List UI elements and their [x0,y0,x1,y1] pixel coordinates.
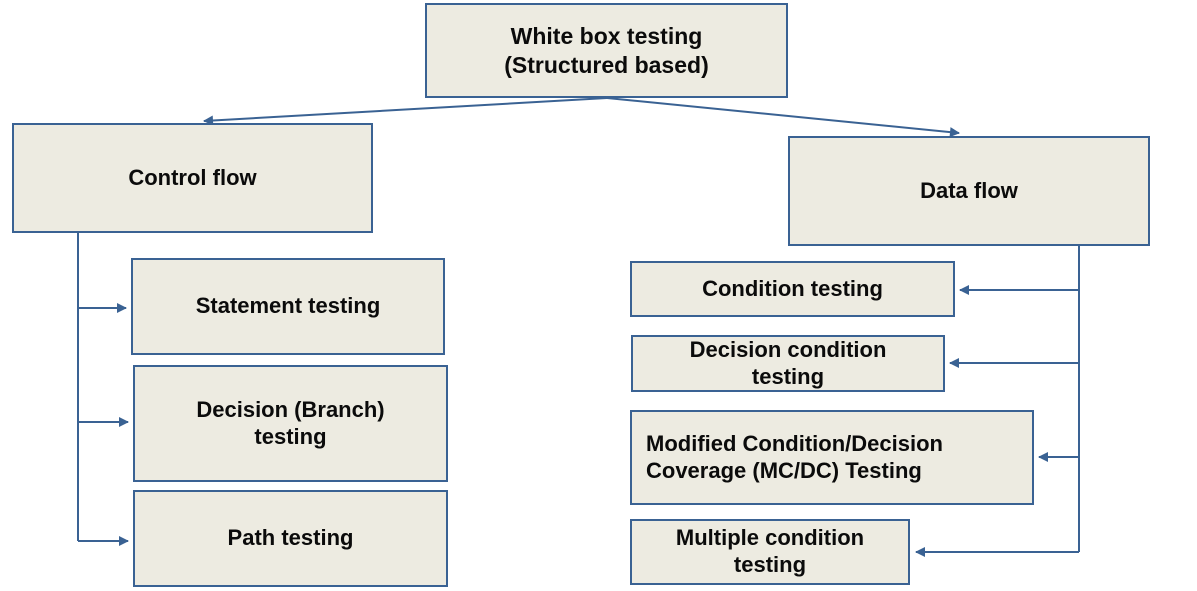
node-mcdc-testing: Modified Condition/Decision Coverage (MC… [630,410,1034,505]
node-decision-branch-testing: Decision (Branch) testing [133,365,448,482]
node-statement-testing: Statement testing [131,258,445,355]
edge-root-to-data-flow [606,97,960,138]
node-multiple-condition-testing: Multiple condition testing [630,519,910,585]
node-white-box-testing: White box testing (Structured based) [425,3,788,98]
node-decision-condition-testing: Decision condition testing [631,335,945,392]
node-data-flow: Data flow [788,136,1150,246]
node-control-flow: Control flow [12,123,373,233]
node-condition-testing: Condition testing [630,261,955,317]
node-path-testing: Path testing [133,490,448,587]
edge-root-to-control-flow [203,97,608,126]
